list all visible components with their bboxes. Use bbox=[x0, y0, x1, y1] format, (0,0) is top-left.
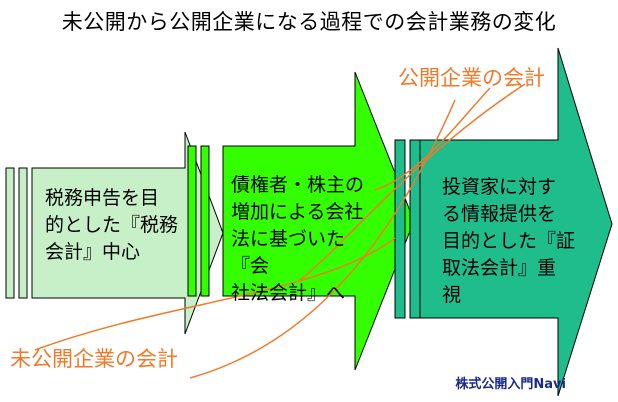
stage-1-line: 会計』中心 bbox=[45, 241, 141, 263]
private-accounting-label: 未公開企業の会計 bbox=[10, 347, 178, 371]
stage-1-stripe-1 bbox=[5, 167, 15, 299]
stage-3-stripe-1 bbox=[394, 139, 406, 319]
stage-1-line: 税務申告を目 bbox=[45, 187, 160, 209]
stage-2-line: 増加による会社 bbox=[231, 201, 364, 223]
stage-2-arrow bbox=[187, 71, 415, 371]
stage-3-line: 視 bbox=[442, 284, 462, 306]
page-title: 未公開から公開企業になる過程での会計業務の変化 bbox=[61, 10, 557, 34]
stage-3-line: る情報提供を bbox=[442, 203, 557, 225]
public-accounting-label: 公開企業の会計 bbox=[398, 66, 545, 90]
stage-3-line: 投資家に対す bbox=[442, 176, 557, 198]
stage-2-text: 債権者・株主の 増加による会社 法に基づいた『会 社法会計』へ bbox=[231, 172, 381, 307]
curve-private-to-stage-2 bbox=[34, 237, 396, 351]
stage-2-line: 社法会計』へ bbox=[231, 282, 346, 304]
stage-3-line: 取法会計』重 bbox=[442, 257, 557, 279]
stage-3-text: 投資家に対す る情報提供を 目的とした『証 取法会計』重 視 bbox=[442, 174, 582, 309]
stage-3-arrow bbox=[394, 47, 613, 397]
stage-3-line: 目的とした『証 bbox=[442, 230, 576, 252]
curve-private-to-public bbox=[189, 99, 456, 379]
curve-stage-2-to-public bbox=[374, 87, 491, 191]
stage-1-stripe-2 bbox=[18, 167, 28, 299]
stage-2-arrow-body bbox=[222, 71, 415, 371]
stage-3-arrow-body bbox=[419, 47, 613, 397]
credit-text: 株式公開入門Navi bbox=[455, 377, 566, 392]
stage-1-text: 税務申告を目 的とした『税務 会計』中心 bbox=[45, 185, 185, 266]
stage-2-line: 法に基づいた『会 bbox=[231, 228, 346, 277]
stage-2-stripe-1 bbox=[187, 145, 197, 297]
transition-curves bbox=[34, 83, 526, 379]
stage-2-stripe-2 bbox=[200, 145, 210, 297]
stage-1-line: 的とした『税務 bbox=[45, 214, 179, 236]
curve-mid-to-public bbox=[299, 83, 526, 281]
stage-2-line: 債権者・株主の bbox=[231, 174, 365, 196]
